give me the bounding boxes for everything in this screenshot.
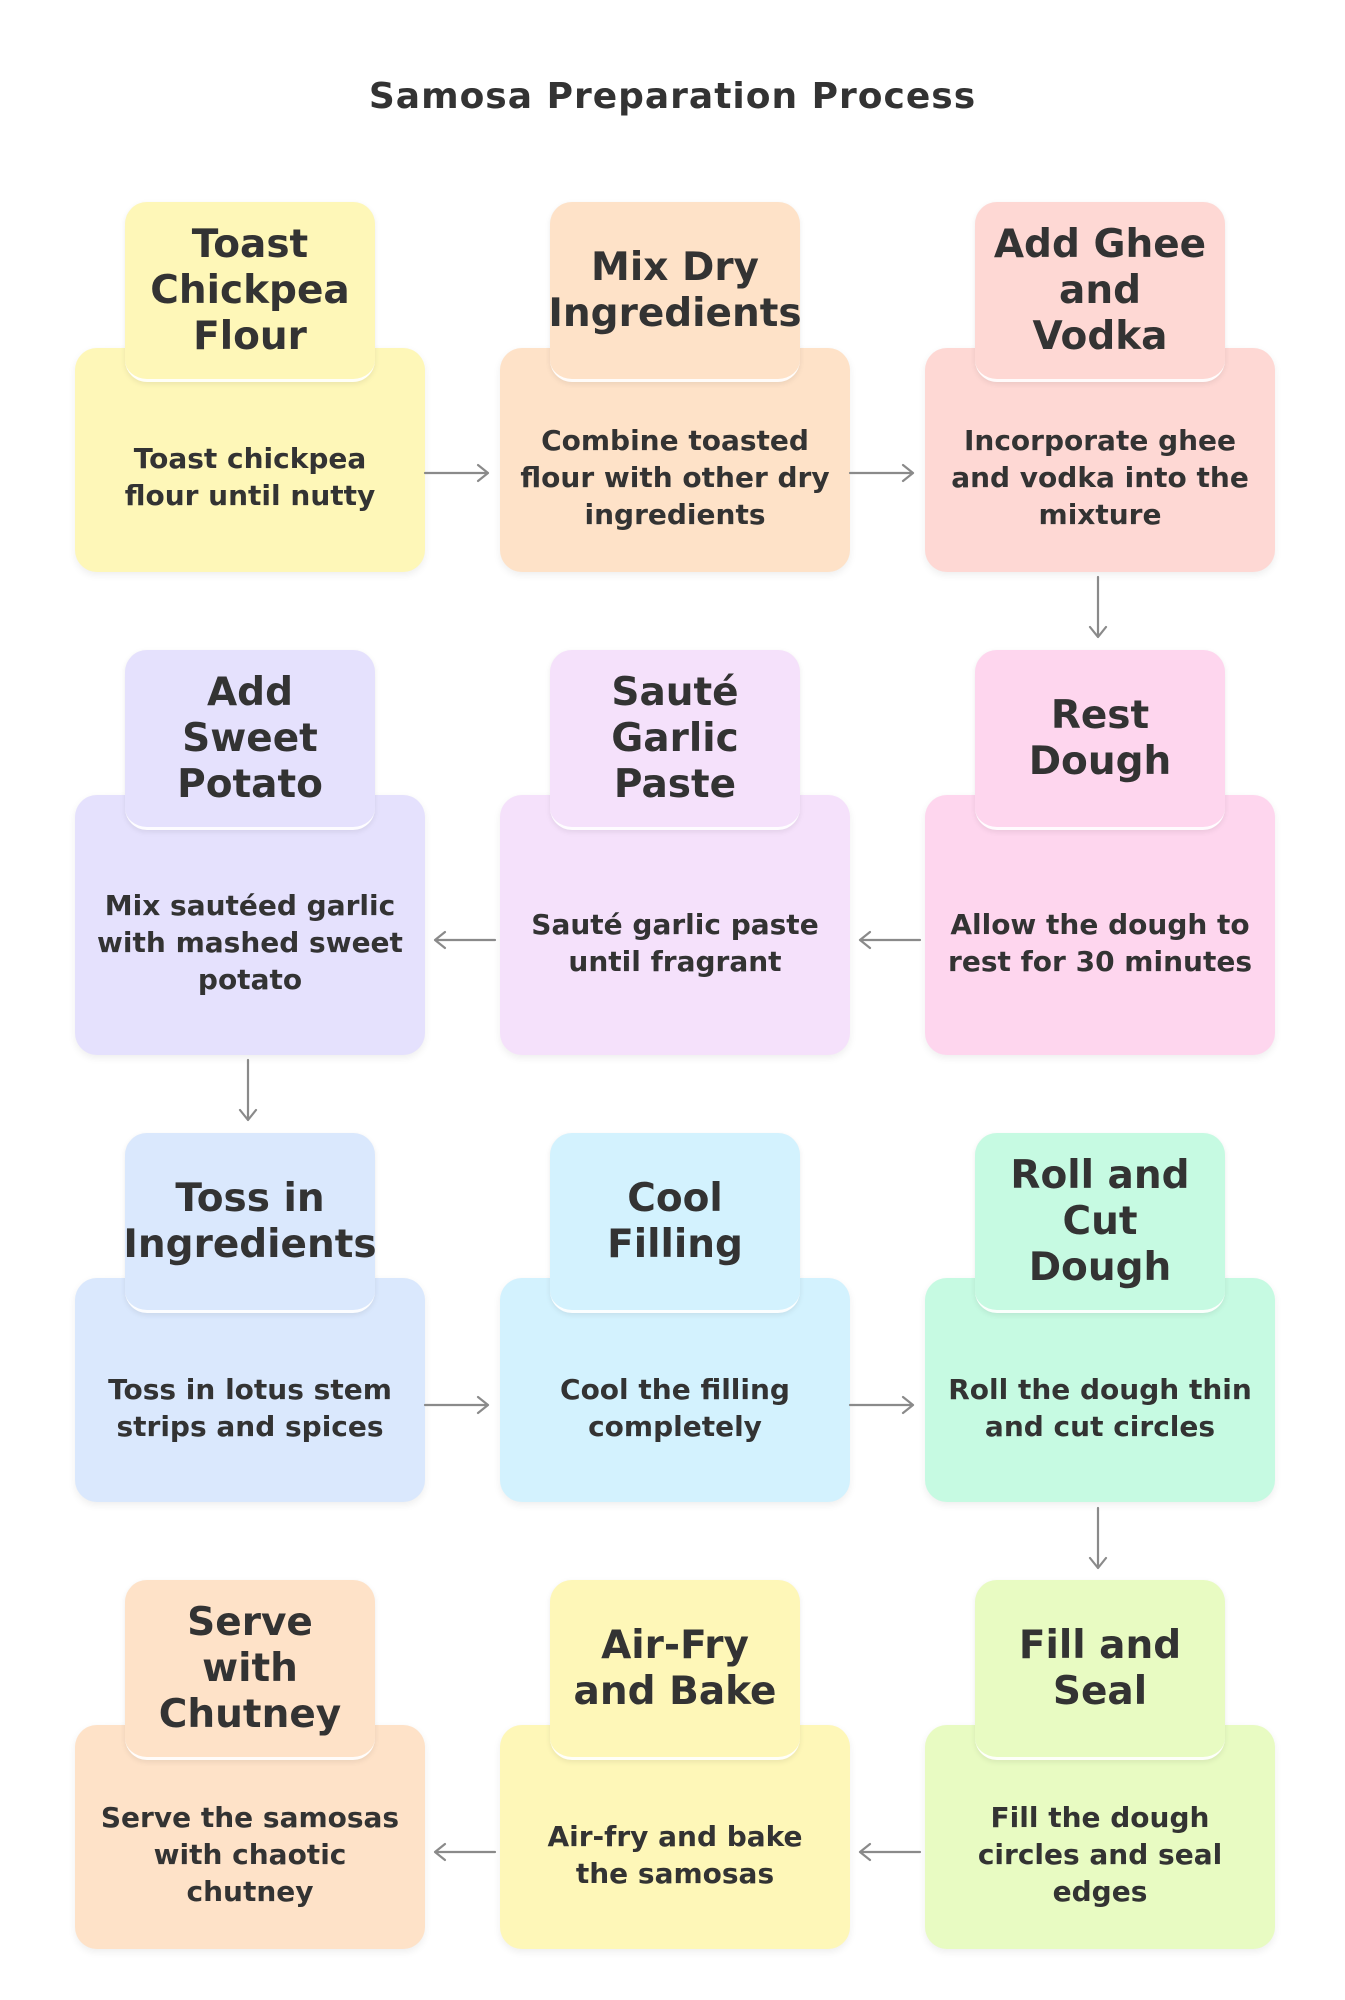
step-card-7 (75, 1278, 425, 1502)
step-card-11 (500, 1725, 850, 1949)
step-description-9: Roll the dough thin and cut circles (948, 1372, 1252, 1443)
step-description-5: Sauté garlic paste until fragrant (531, 907, 819, 978)
arrow-4-5 (858, 930, 922, 950)
step-title-12: Serve with Chutney (125, 1580, 375, 1760)
step-card-4 (925, 795, 1275, 1055)
arrow-8-9 (848, 1395, 915, 1415)
step-card-1 (75, 348, 425, 572)
arrow-1-2 (423, 463, 490, 483)
step-title-6: Add Sweet Potato (125, 650, 375, 830)
step-description-11: Air-fry and bake the samosas (547, 1819, 803, 1890)
arrow-6-7 (238, 1058, 258, 1122)
arrow-7-8 (423, 1395, 490, 1415)
diagram-title: Samosa Preparation Process (368, 76, 977, 117)
step-card-10 (925, 1725, 1275, 1949)
step-description-3: Incorporate ghee and vodka into the mixt… (951, 423, 1249, 531)
step-description-10: Fill the dough circles and seal edges (977, 1801, 1223, 1908)
arrow-2-3 (848, 463, 915, 483)
step-title-11: Air-Fry and Bake (550, 1580, 800, 1760)
arrow-5-6 (433, 930, 497, 950)
arrow-9-10 (1088, 1506, 1108, 1570)
arrow-11-12 (433, 1842, 497, 1862)
step-card-3 (925, 348, 1275, 572)
step-description-4: Allow the dough to rest for 30 minutes (948, 907, 1252, 978)
step-card-8 (500, 1278, 850, 1502)
step-title-4: Rest Dough (975, 650, 1225, 830)
arrow-3-4 (1088, 575, 1108, 639)
step-card-6 (75, 795, 425, 1055)
step-card-5 (500, 795, 850, 1055)
step-title-2: Mix Dry Ingredients (548, 202, 802, 382)
arrow-10-11 (858, 1842, 922, 1862)
step-title-7: Toss in Ingredients (123, 1133, 377, 1313)
step-title-5: Sauté Garlic Paste (550, 650, 800, 830)
step-description-8: Cool the filling completely (560, 1372, 790, 1443)
step-title-8: Cool Filling (550, 1133, 800, 1313)
step-title-9: Roll and Cut Dough (975, 1133, 1225, 1313)
step-description-12: Serve the samosas with chaotic chutney (100, 1801, 400, 1908)
step-title-3: Add Ghee and Vodka (975, 202, 1225, 382)
step-card-12 (75, 1725, 425, 1949)
step-card-2 (500, 348, 850, 572)
step-card-9 (925, 1278, 1275, 1502)
step-title-10: Fill and Seal (975, 1580, 1225, 1760)
step-description-6: Mix sautéed garlic with mashed sweet pot… (97, 889, 403, 996)
step-description-2: Combine toasted flour with other dry ing… (520, 423, 830, 531)
step-title-1: Toast Chickpea Flour (125, 202, 375, 382)
step-description-7: Toss in lotus stem strips and spices (108, 1372, 392, 1443)
step-description-1: Toast chickpea flour until nutty (124, 442, 376, 512)
